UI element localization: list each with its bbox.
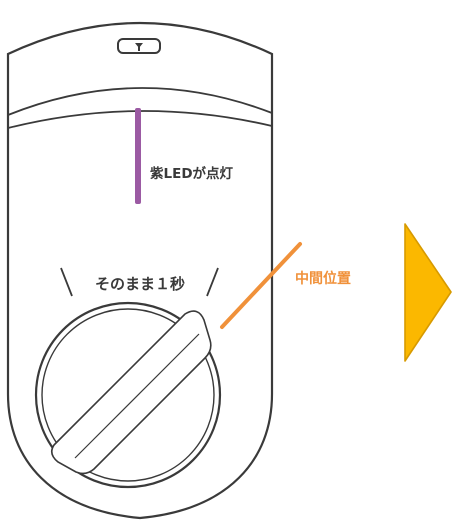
dial-knob (50, 310, 212, 475)
panel-arc-upper (7, 87, 273, 116)
callout-line (220, 242, 302, 329)
emphasis-mark-right (206, 267, 219, 297)
emphasis-mark-left (60, 267, 73, 297)
dial-knob-groove (74, 333, 200, 459)
position-label: 中間位置 (295, 270, 351, 287)
led-status-label: 紫LEDが点灯 (150, 165, 234, 182)
dial-inner-ring (41, 308, 215, 482)
hold-instruction: そのまま１秒 (60, 267, 219, 297)
arrow-right-icon (404, 223, 452, 362)
hold-instruction-label: そのまま１秒 (95, 275, 185, 293)
thumb-turn-dial (34, 301, 222, 489)
led-indicator (135, 108, 141, 204)
lock-icon (117, 38, 161, 54)
